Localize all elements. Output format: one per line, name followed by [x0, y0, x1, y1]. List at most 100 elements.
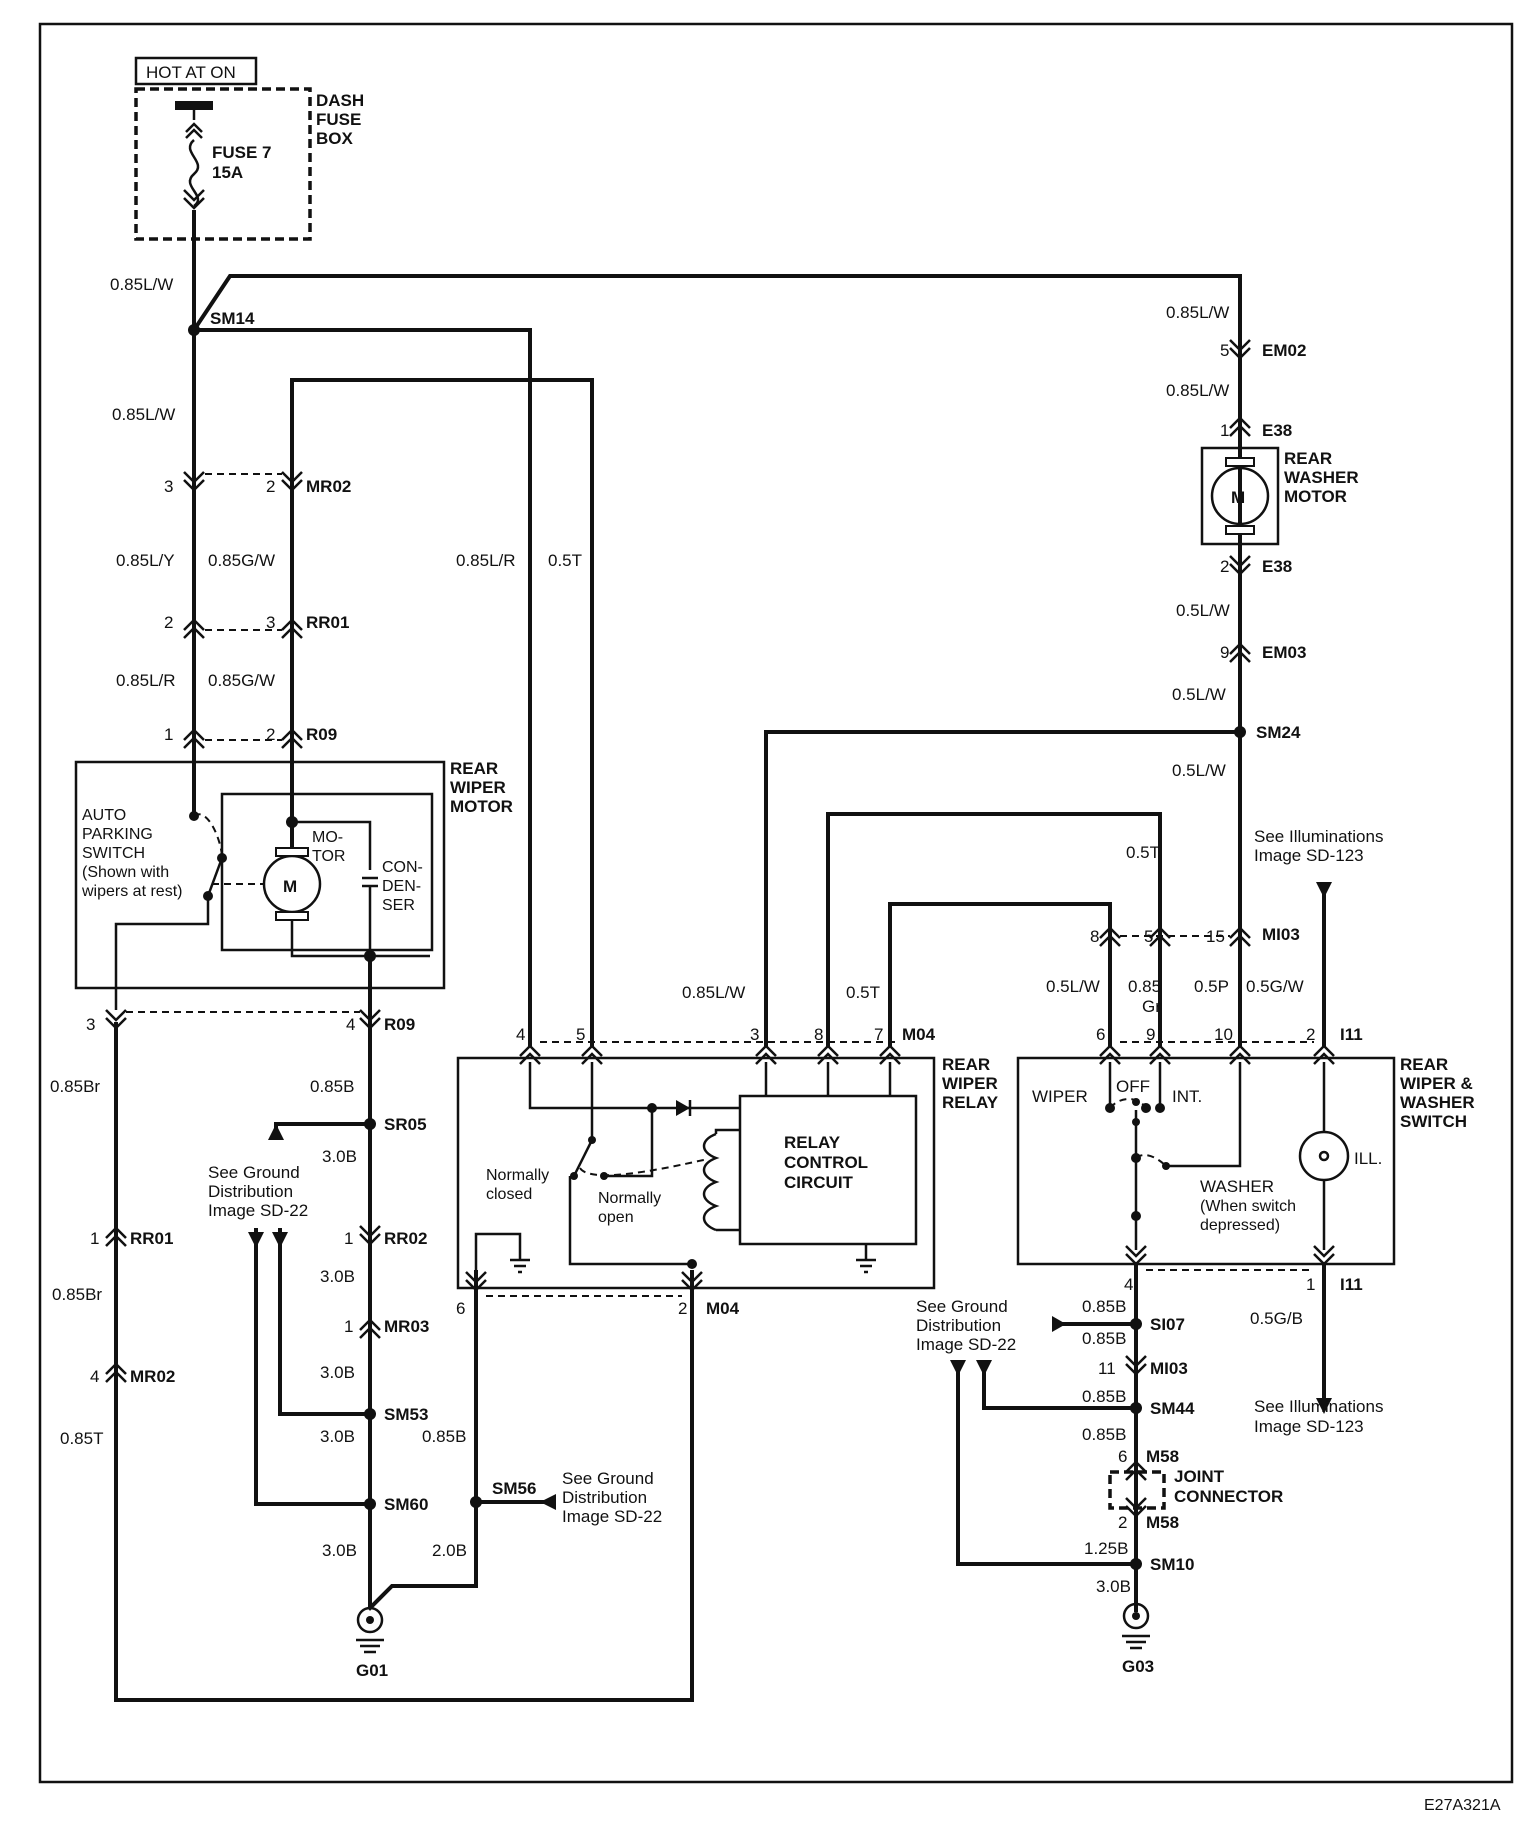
- wire-3-0b-e: 3.0B: [322, 1541, 357, 1560]
- gd-ref-3-l1: See Ground: [916, 1297, 1008, 1316]
- wire-0-5t-a: 0.5T: [548, 551, 582, 570]
- junction-dots: [188, 324, 1246, 1570]
- ground-g01: G01: [356, 1606, 388, 1680]
- wire-0-85lr-a: 0.85L/R: [116, 671, 176, 690]
- sm53-dot: [364, 1408, 376, 1420]
- label-sm10: SM10: [1150, 1555, 1194, 1574]
- gd-ref-2-l1: See Ground: [562, 1469, 654, 1488]
- sm60-dot: [364, 1498, 376, 1510]
- label-m58-bot: M58: [1146, 1513, 1179, 1532]
- pin-1-c: 1: [344, 1229, 353, 1248]
- nc-line-1: Normally: [486, 1167, 549, 1184]
- rear-wiper-washer-switch: WIPER OFF INT. ILL. WASHER (When switch …: [1016, 1055, 1475, 1266]
- label-i11-bot: I11: [1340, 1275, 1363, 1294]
- label-mr02-bot: MR02: [130, 1367, 175, 1386]
- pin-10: 10: [1214, 1025, 1233, 1044]
- label-sm56: SM56: [492, 1479, 536, 1498]
- label-mi03-top: MI03: [1262, 925, 1300, 944]
- wire-0-85b-a: 0.85B: [310, 1077, 354, 1096]
- sm10-dot: [1130, 1558, 1142, 1570]
- wire-0-5lw-a: 0.5L/W: [1176, 601, 1230, 620]
- wire-3-0b-b: 3.0B: [320, 1267, 355, 1286]
- pin-3-c: 3: [86, 1015, 95, 1034]
- aps-line-3: SWITCH: [82, 845, 145, 862]
- pin-4-b: 4: [90, 1367, 99, 1386]
- wire-0-85lw-b: 0.85L/W: [112, 405, 175, 424]
- wire-3-0b-c: 3.0B: [320, 1363, 355, 1382]
- sm24-dot: [1234, 726, 1246, 738]
- label-e38-top: E38: [1262, 421, 1292, 440]
- connector-dashes: [126, 473, 1314, 1297]
- wire-2-0b: 2.0B: [432, 1541, 467, 1560]
- washer-title-3: MOTOR: [1284, 487, 1347, 506]
- label-e38-bot: E38: [1262, 557, 1292, 576]
- label-em02: EM02: [1262, 341, 1306, 360]
- fuse-label: FUSE 7: [212, 143, 272, 162]
- gd-ref-1-l3: Image SD-22: [208, 1201, 308, 1220]
- label-m58-top: M58: [1146, 1447, 1179, 1466]
- relay-title-3: RELAY: [942, 1093, 999, 1112]
- switch-int: INT.: [1172, 1087, 1202, 1106]
- pin-6-c: 6: [1118, 1447, 1127, 1466]
- motor-title-3: MOTOR: [450, 797, 513, 816]
- joint-connector-1: JOINT: [1174, 1467, 1225, 1486]
- label-m04-bot: M04: [706, 1299, 740, 1318]
- label-r09-bot: R09: [384, 1015, 415, 1034]
- wire-3-0b-f: 3.0B: [1096, 1577, 1131, 1596]
- pin-1-b: 1: [90, 1229, 99, 1248]
- pin-2-g: 2: [1118, 1513, 1127, 1532]
- wire-0-85lw-a: 0.85L/W: [110, 275, 173, 294]
- sr05-dot: [364, 1118, 376, 1130]
- switch-off: OFF: [1116, 1077, 1150, 1096]
- wire-0-85b-b: 0.85B: [422, 1427, 466, 1446]
- switch-wiper: WIPER: [1032, 1087, 1088, 1106]
- illum-ref-1-l1: See Illuminations: [1254, 827, 1383, 846]
- pin-3-b: 3: [266, 613, 275, 632]
- wire-0-85t: 0.85T: [60, 1429, 103, 1448]
- figure-code: E27A321A: [1424, 1797, 1501, 1814]
- wire-0-85lw-c: 0.85L/W: [682, 983, 745, 1002]
- connector-labels: SM14 MR02 RR01 R09 R09 SR05 RR02 MR03 SM…: [130, 309, 1363, 1574]
- pin-5-a: 5: [576, 1025, 585, 1044]
- joint-connector-2: CONNECTOR: [1174, 1487, 1283, 1506]
- si07-dot: [1130, 1318, 1142, 1330]
- aps-line-5: wipers at rest): [81, 883, 182, 900]
- pin-9-a: 9: [1220, 643, 1229, 662]
- label-rr01-bot: RR01: [130, 1229, 173, 1248]
- pin-3-d: 3: [750, 1025, 759, 1044]
- pin-4-d: 4: [1124, 1275, 1133, 1294]
- rear-wiper-motor: M REAR WIPER MOTOR AUTO PARKING SWITCH (…: [74, 759, 513, 1010]
- label-rr01-top: RR01: [306, 613, 349, 632]
- illum-ref-2-l1: See Illuminations: [1254, 1397, 1383, 1416]
- washer-motor-m: M: [1231, 488, 1245, 507]
- bus-bar: [175, 101, 213, 110]
- label-i11-top: I11: [1340, 1025, 1363, 1044]
- dash-fuse-box-label-3: BOX: [316, 129, 354, 148]
- fuse-rating: 15A: [212, 163, 243, 182]
- wire-0-85gw-a: 0.85G/W: [208, 551, 275, 570]
- no-line-2: open: [598, 1209, 634, 1226]
- joint-connector: JOINT CONNECTOR: [1108, 1467, 1283, 1510]
- pin-2-c: 2: [266, 725, 275, 744]
- washer-note-1: WASHER: [1200, 1177, 1274, 1196]
- wire-0-5gw: 0.5G/W: [1246, 977, 1304, 996]
- gd-ref-3-l3: Image SD-22: [916, 1335, 1016, 1354]
- motor-lbl-1: MO-: [312, 829, 343, 846]
- motor-lbl-2: TOR: [312, 848, 345, 865]
- pin-11: 11: [1098, 1359, 1116, 1378]
- pin-2-d: 2: [678, 1299, 687, 1318]
- pin-1-d: 1: [344, 1317, 353, 1336]
- pin-4-a: 4: [346, 1015, 355, 1034]
- gd-ref-1-l1: See Ground: [208, 1163, 300, 1182]
- switch-ill: ILL.: [1354, 1149, 1382, 1168]
- pin-2-b: 2: [164, 613, 173, 632]
- aps-line-1: AUTO: [82, 807, 126, 824]
- cond-lbl-2: DEN-: [382, 878, 421, 895]
- wire-0-5p: 0.5P: [1194, 977, 1229, 996]
- label-sr05: SR05: [384, 1115, 427, 1134]
- switch-title-3: WASHER: [1400, 1093, 1475, 1112]
- gd-ref-1-l2: Distribution: [208, 1182, 293, 1201]
- pin-6-a: 6: [456, 1299, 465, 1318]
- g01-label: G01: [356, 1661, 388, 1680]
